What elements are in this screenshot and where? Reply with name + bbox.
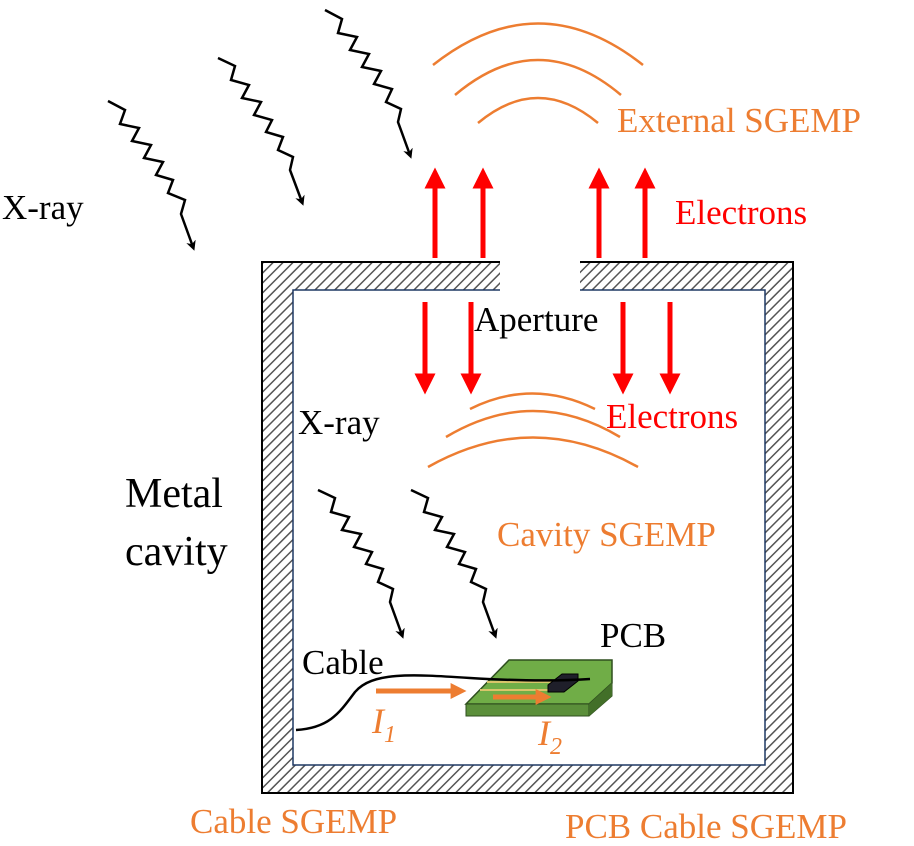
- cable-label: Cable: [302, 643, 384, 682]
- xray-icon: [107, 99, 196, 251]
- cavity-xray-arrows: [317, 488, 498, 639]
- metal-cavity-label-line2: cavity: [125, 529, 228, 575]
- cavity-electron-arrows: [414, 302, 681, 395]
- pcb-board: [464, 659, 613, 717]
- current-i1-symbol: I: [371, 701, 386, 741]
- current-i2-symbol: I: [537, 713, 552, 753]
- cable: [295, 674, 591, 732]
- xray-inside-label: X-ray: [298, 403, 380, 442]
- external-sgemp-waves-icon: [432, 22, 644, 124]
- external-sgemp-label: External SGEMP: [617, 101, 861, 140]
- aperture-label: Aperture: [474, 300, 598, 339]
- current-i2-label: I2: [537, 713, 562, 760]
- cable-sgemp-label: Cable SGEMP: [190, 802, 397, 841]
- current-arrows: [376, 682, 552, 706]
- pcb-cable-sgemp-label: PCB Cable SGEMP: [565, 807, 847, 846]
- metal-cavity-label-line1: Metal: [125, 471, 223, 517]
- cavity-sgemp-label: Cavity SGEMP: [497, 515, 716, 554]
- external-xray-arrows: [107, 8, 413, 251]
- pcb-label: PCB: [600, 616, 666, 655]
- xray-outside-label: X-ray: [2, 188, 84, 227]
- external-electron-arrows: [424, 167, 656, 258]
- electrons-inside-label: Electrons: [606, 397, 738, 436]
- current-i2-subscript: 2: [550, 734, 562, 760]
- xray-icon: [410, 488, 498, 639]
- xray-icon: [317, 488, 405, 639]
- metal-cavity-wall: [261, 261, 794, 794]
- electrons-outside-label: Electrons: [675, 193, 807, 232]
- current-i1-subscript: 1: [384, 722, 396, 748]
- cavity-sgemp-waves-icon: [427, 392, 639, 469]
- xray-icon: [324, 8, 413, 159]
- current-i1-label: I1: [371, 701, 396, 748]
- xray-icon: [217, 56, 305, 206]
